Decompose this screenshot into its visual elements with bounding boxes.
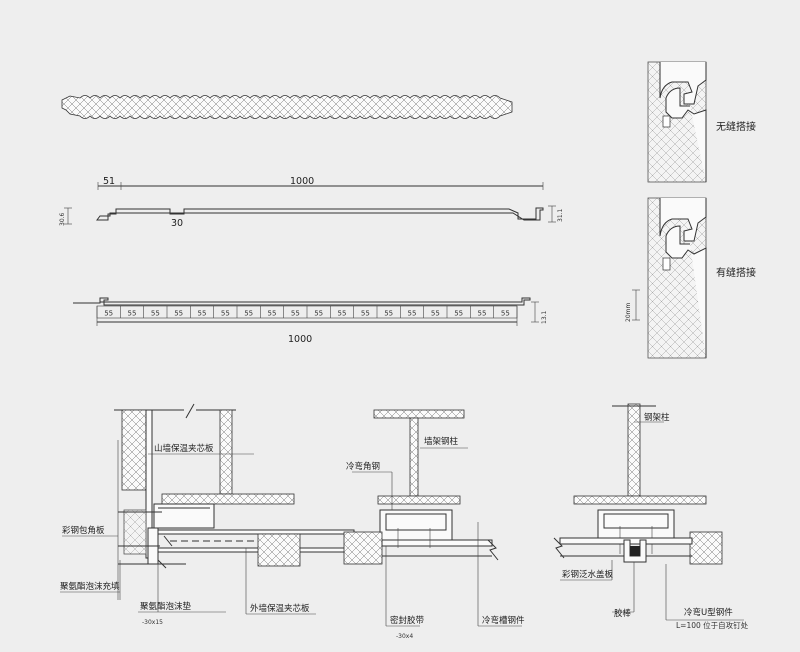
rib-label: 55 (361, 310, 370, 318)
label-seamed: 有缝搭接 (716, 266, 756, 279)
label-seal-tape: 密封胶带 (390, 615, 425, 626)
label-channel: 冷弯槽钢件 (482, 615, 525, 626)
dim-31-1: 31.1 (557, 208, 564, 222)
label-pu-pad: 聚氨酯泡沫垫 (140, 601, 192, 612)
label-column: 墙架钢柱 (424, 436, 459, 447)
dim-1000-bottom: 1000 (288, 334, 312, 345)
rib-label: 55 (268, 310, 277, 318)
rib-dimensions: 55 55 55 55 55 55 55 55 55 55 55 55 55 55 55 55 55 55 (96, 306, 518, 318)
rib-label: 55 (174, 310, 183, 318)
rib-label: 55 (151, 310, 160, 318)
detail-gable-corner: 山墙保温夹芯板 彩钢包角板 聚氨酯泡沫充填 聚氨酯泡沫垫 -30x15 外墙保温… (60, 403, 355, 626)
rib-label: 55 (244, 310, 253, 318)
label-seal-size: -30x4 (396, 633, 413, 640)
label-gable-panel: 山墙保温夹芯板 (154, 443, 214, 454)
rib-label: 55 (128, 310, 137, 318)
label-cover: 彩钢泛水盖板 (562, 569, 614, 580)
rib-label: 55 (314, 310, 323, 318)
label-outer-panel: 外墙保温夹芯板 (250, 603, 310, 614)
rib-label: 55 (454, 310, 463, 318)
dimension-drawing-ribs: 55 55 55 55 55 55 55 55 55 55 55 55 55 55 55 55 55 55 100… (73, 297, 548, 345)
dim-1000-top: 1000 (290, 176, 314, 187)
detail-steel-column: 钢架柱 彩钢泛水盖板 胶棒 冷弯U型钢件 L=100 位于自攻钉处 (553, 403, 749, 630)
label-steel-column: 钢架柱 (644, 412, 670, 423)
label-pu-fill: 聚氨酯泡沫充填 (60, 581, 120, 592)
dimension-drawing-top: 51 1000 30.6 30 31.1 (59, 176, 564, 229)
dim-30: 30 (171, 218, 183, 229)
label-u-part: 冷弯U型钢件 (684, 607, 733, 618)
rib-label: 55 (338, 310, 347, 318)
label-pu-pad-size: -30x15 (142, 619, 163, 626)
detail-wall-column: 墙架钢柱 冷弯角钢 密封胶带 -30x4 冷弯槽钢件 (343, 409, 525, 640)
dim-20mm: 20mm (625, 303, 632, 322)
rib-label: 55 (291, 310, 300, 318)
dim-30-6: 30.6 (59, 212, 66, 226)
joint-seamed: 20mm 有缝搭接 (625, 197, 756, 359)
rib-label: 55 (104, 310, 113, 318)
label-angle: 冷弯角钢 (346, 461, 380, 472)
panel-profile (61, 95, 513, 119)
label-corner-flashing: 彩钢包角板 (62, 525, 105, 536)
dim-13-1: 13.1 (541, 310, 548, 324)
rib-label: 55 (478, 310, 487, 318)
rib-label: 55 (221, 310, 230, 318)
dim-51: 51 (103, 176, 115, 187)
rib-label: 55 (198, 310, 207, 318)
label-u-note: L=100 位于自攻钉处 (676, 620, 749, 630)
rib-label: 55 (408, 310, 417, 318)
joint-seamless: 无缝搭接 (647, 61, 756, 183)
rib-label: 55 (384, 310, 393, 318)
rib-label: 55 (501, 310, 510, 318)
rib-label: 55 (431, 310, 440, 318)
label-seamless: 无缝搭接 (716, 120, 756, 133)
label-rod: 胶棒 (614, 608, 632, 619)
